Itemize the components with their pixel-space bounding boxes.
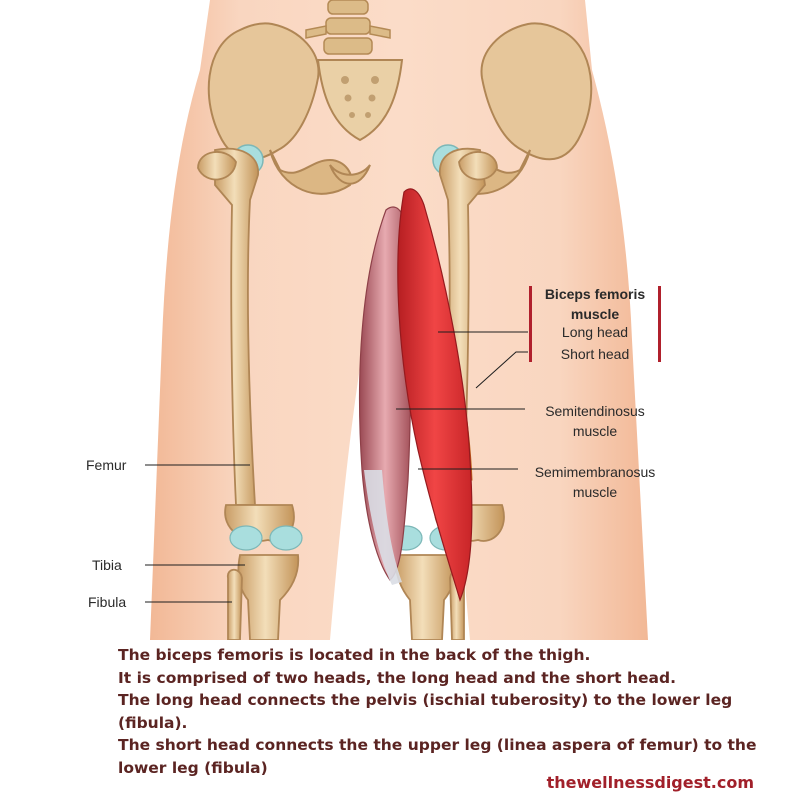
caption-line: The biceps femoris is located in the bac… — [118, 646, 591, 664]
label-pointer-lines — [145, 331, 528, 603]
fibula-label: Fibula — [88, 594, 127, 610]
hamstring-anatomy-illustration — [145, 0, 661, 640]
sacral-foramina — [341, 76, 379, 118]
long-head-label: Long head — [561, 324, 629, 340]
biceps-label-bracket-right — [658, 286, 661, 362]
site-watermark: thewellnessdigest.com — [546, 773, 754, 792]
spine — [305, 0, 391, 55]
biceps-label-bracket-left — [529, 286, 532, 362]
biceps-femoris-long-head — [397, 188, 473, 602]
semimembranosus-tendon — [364, 470, 402, 585]
lower-leg-bones — [227, 554, 465, 640]
tibia-label: Tibia — [92, 557, 122, 573]
biceps-femoris-label: Biceps femoris muscle — [544, 286, 646, 322]
caption-line: The long head connects the pelvis (ischi… — [118, 691, 733, 732]
semimembranosus-label: Semimembranosus muscle — [534, 464, 656, 500]
caption-line: The short head connects the the upper le… — [118, 736, 757, 777]
caption-text: The biceps femoris is located in the bac… — [118, 644, 778, 779]
short-head-label: Short head — [560, 346, 630, 362]
caption-line: It is comprised of two heads, the long h… — [118, 668, 676, 687]
semitendinosus-label: Semitendinosus muscle — [545, 403, 645, 439]
femur-label: Femur — [86, 457, 127, 473]
